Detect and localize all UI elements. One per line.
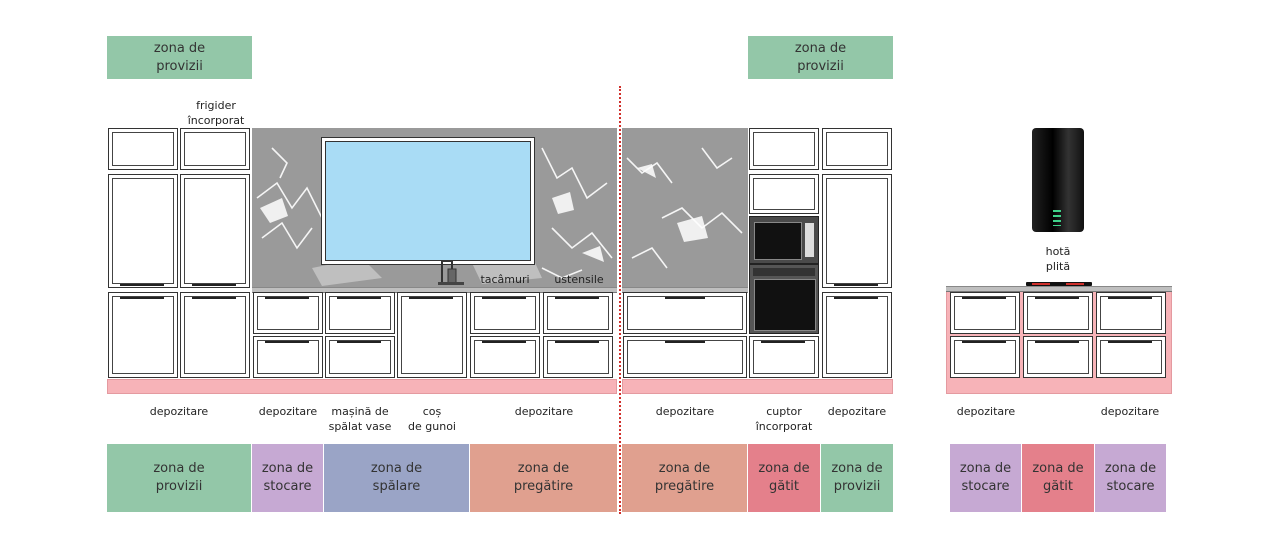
cabinet-handle	[192, 284, 236, 286]
trash-cabinet	[397, 292, 467, 378]
island-drawer-3a	[1096, 292, 1166, 334]
zone-stocare: zona de stocare	[1095, 444, 1166, 512]
upper-cabinet-2	[180, 128, 250, 170]
base-cabinet-1	[108, 292, 178, 378]
drawer-4a	[470, 292, 540, 334]
cabinet-handle	[1108, 297, 1152, 299]
cabinet-handle	[834, 284, 878, 286]
cooktop-icon	[1026, 282, 1092, 286]
cabinet-handle	[665, 297, 705, 299]
oven-icon	[749, 264, 819, 334]
upper-cabinet-3	[822, 128, 892, 170]
top-zone-provizii-left: zona de provizii	[107, 36, 252, 79]
hood-indicator	[1053, 210, 1061, 226]
wide-drawer-a	[623, 292, 747, 334]
kickplate-right	[622, 379, 893, 394]
zone-provizii: zona de provizii	[107, 444, 251, 512]
marble-veins	[256, 147, 613, 286]
zone-stocare: zona de stocare	[950, 444, 1021, 512]
island-drawer-1b	[950, 336, 1020, 378]
cabinet-handle	[1108, 341, 1152, 343]
cabinet-handle	[337, 297, 381, 299]
cabinet-handle	[120, 284, 164, 286]
sink-faucet-icon	[438, 260, 464, 285]
cabinet-handle	[482, 297, 526, 299]
tall-cabinet-1	[108, 174, 178, 288]
drawer-4b	[470, 336, 540, 378]
fridge-label: frigider încorporat	[187, 99, 245, 127]
function-label: depozitare	[1100, 405, 1160, 418]
upper-cabinet-1	[108, 128, 178, 170]
cabinet-handle	[265, 341, 309, 343]
function-label: depozitare	[827, 405, 887, 418]
drawer-1b	[253, 336, 323, 378]
cutlery-label: tacâmuri	[480, 273, 530, 286]
cabinet-above-microwave	[749, 174, 819, 214]
cabinet-handle	[120, 297, 164, 299]
drawer-1a	[253, 292, 323, 334]
zone-stocare: zona de stocare	[252, 444, 323, 512]
function-label: mașină de spălat vase	[328, 405, 392, 433]
zone-spalare: zona de spălare	[324, 444, 469, 512]
marble-veins	[626, 147, 743, 269]
microwave-icon	[749, 216, 819, 264]
cooktop-burner	[1032, 283, 1050, 285]
island-drawer-1a	[950, 292, 1020, 334]
cabinet-handle	[834, 297, 878, 299]
marble-backsplash-right	[622, 128, 748, 288]
window	[321, 137, 535, 265]
base-cabinet-2	[180, 292, 250, 378]
zone-pregatire: zona de pregătire	[622, 444, 747, 512]
microwave-door	[754, 222, 802, 260]
zone-gatit: zona de gătit	[748, 444, 820, 512]
function-label: depozitare	[258, 405, 318, 418]
window-glass	[325, 141, 531, 261]
drawer-under-oven	[749, 336, 819, 378]
countertop-island	[946, 286, 1172, 292]
hood-hob-label: hotă plită	[1045, 245, 1071, 273]
function-label: depozitare	[956, 405, 1016, 418]
function-label: cuptor încorporat	[755, 405, 813, 433]
drawer-5b	[543, 336, 613, 378]
cabinet-handle	[265, 297, 309, 299]
zone-provizii: zona de provizii	[821, 444, 893, 512]
kickplate-left	[107, 379, 617, 394]
cooktop-burner	[1066, 283, 1084, 285]
microwave-panel	[805, 223, 814, 257]
zone-pregatire: zona de pregătire	[470, 444, 617, 512]
function-label: coș de gunoi	[408, 405, 456, 433]
dishwasher-bottom	[325, 336, 395, 378]
cabinet-handle	[962, 297, 1006, 299]
cabinet-handle	[337, 341, 381, 343]
cabinet-handle	[482, 341, 526, 343]
function-label: depozitare	[655, 405, 715, 418]
base-cabinet-6	[822, 292, 892, 378]
cabinet-handle	[1035, 297, 1079, 299]
oven-door	[754, 279, 816, 331]
drawer-5a	[543, 292, 613, 334]
dishwasher-top	[325, 292, 395, 334]
cabinet-handle	[409, 297, 453, 299]
function-label: depozitare	[514, 405, 574, 418]
utensils-label: ustensile	[554, 273, 604, 286]
cabinet-handle	[665, 341, 705, 343]
cabinet-handle	[555, 297, 599, 299]
cabinet-handle	[192, 297, 236, 299]
cabinet-handle	[1035, 341, 1079, 343]
top-zone-provizii-right: zona de provizii	[748, 36, 893, 79]
upper-cabinet-oven	[749, 128, 819, 170]
tall-cabinet-2	[822, 174, 892, 288]
cabinet-handle	[761, 341, 805, 343]
island-drawer-3b	[1096, 336, 1166, 378]
wide-drawer-b	[623, 336, 747, 378]
island-drawer-2b	[1023, 336, 1093, 378]
oven-controls	[753, 268, 815, 276]
section-divider	[619, 86, 621, 514]
function-label: depozitare	[149, 405, 209, 418]
cabinet-handle	[555, 341, 599, 343]
fridge-cabinet	[180, 174, 250, 288]
zone-gatit: zona de gătit	[1022, 444, 1094, 512]
cabinet-handle	[962, 341, 1006, 343]
island-drawer-2a	[1023, 292, 1093, 334]
